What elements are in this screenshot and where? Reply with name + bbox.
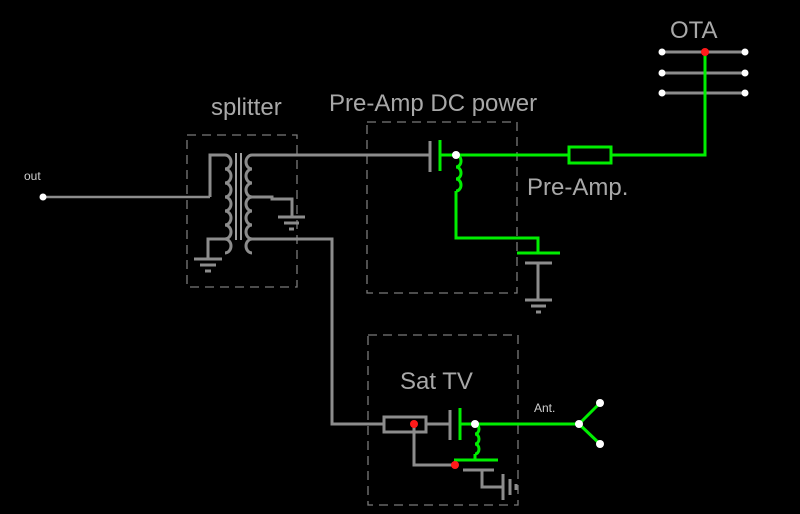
junction-node[interactable] [471,420,479,428]
label-out: out [24,169,41,183]
antenna-node[interactable] [596,399,604,407]
junction-node[interactable] [452,151,460,159]
antenna-node[interactable] [658,89,666,97]
antenna-node[interactable] [741,48,749,56]
sattv-resistor[interactable] [382,415,428,434]
sat-tv-block [367,334,519,506]
antenna-element [577,401,602,426]
label-sat-tv: Sat TV [400,368,473,395]
ground-icon [194,257,222,273]
ota-antenna[interactable] [658,48,749,155]
inductor-icon [474,422,481,456]
antenna-node[interactable] [596,440,604,448]
antenna-node[interactable] [658,69,666,77]
ground-icon [501,474,518,500]
label-ota: OTA [670,17,718,44]
probe-node[interactable] [451,461,459,469]
antenna-node[interactable] [658,48,666,56]
label-splitter: splitter [211,94,282,121]
sat-antenna[interactable] [575,399,604,448]
preamp-dc-power-block [366,121,518,294]
transformer [206,153,253,259]
antenna-node[interactable] [575,420,583,428]
ota-feed-wire [611,52,707,157]
primary-top-lead [208,153,225,197]
wiper-lead [412,424,455,467]
probe-node[interactable] [701,48,709,56]
preamp-resistor[interactable] [567,145,613,165]
splitter-block [186,134,298,288]
battery-icon [463,468,503,489]
sattv-feed-wire [252,237,384,426]
label-preamp-dc-power: Pre-Amp DC power [329,90,537,117]
antenna-node[interactable] [741,69,749,77]
antenna-element [577,422,602,446]
out-terminal[interactable] [39,193,47,201]
ground-icon [278,215,305,231]
center-tap-lead [252,195,294,217]
secondary-coil [244,153,253,255]
inductor-icon [455,153,463,193]
label-ant: Ant. [534,401,555,415]
probe-node[interactable] [410,420,418,428]
primary-bottom-lead [206,237,225,259]
ground-icon [525,298,552,314]
antenna-node[interactable] [741,89,749,97]
primary-coil [224,153,233,255]
label-preamp: Pre-Amp. [527,174,628,201]
dc-feed-wire [454,191,540,253]
